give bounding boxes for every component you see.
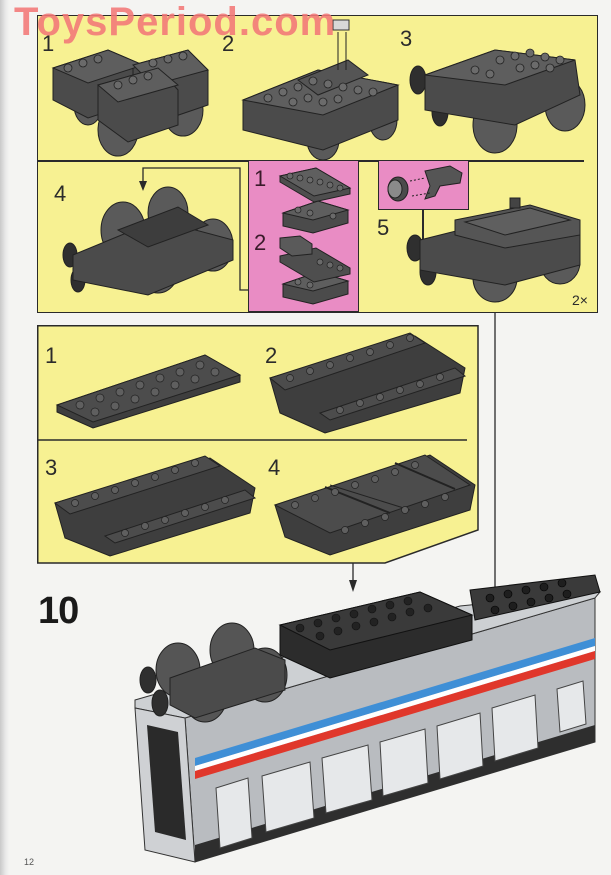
step-number: 2 bbox=[222, 31, 235, 56]
step-number: 1 bbox=[45, 343, 58, 368]
watermark-text: ToysPeriod.com bbox=[14, 0, 337, 44]
step-number: 4 bbox=[54, 181, 67, 206]
page-number: 12 bbox=[24, 857, 35, 867]
substep-1-illustration bbox=[278, 167, 352, 234]
bogie-step-1-illustration bbox=[51, 49, 209, 157]
substep-number: 2 bbox=[254, 230, 267, 255]
coupler-parts-illustration bbox=[387, 165, 463, 202]
base-step-3-illustration bbox=[53, 455, 257, 557]
main-step-number: 10 bbox=[38, 590, 79, 632]
substep-number: 1 bbox=[254, 166, 267, 191]
coupler-connector-line bbox=[422, 210, 424, 250]
step-number: 4 bbox=[268, 455, 281, 480]
step-number: 3 bbox=[45, 455, 58, 480]
base-step-4-illustration bbox=[273, 454, 476, 556]
bogie-step-4-illustration bbox=[62, 186, 234, 296]
step-number: 2 bbox=[265, 343, 278, 368]
step-4-arrow-path bbox=[139, 167, 248, 291]
bogie-step-5-illustration bbox=[406, 197, 581, 303]
base-step-1-illustration bbox=[55, 354, 242, 429]
step-number: 3 bbox=[400, 26, 413, 51]
bogie-step-2-illustration bbox=[241, 19, 400, 161]
step-number: 5 bbox=[377, 215, 390, 240]
base-step-2-illustration bbox=[268, 332, 467, 434]
page-spine-shadow bbox=[0, 0, 9, 875]
quantity-multiplier: 2× bbox=[572, 292, 588, 308]
step-number: 1 bbox=[42, 31, 55, 56]
substep-2-illustration bbox=[279, 235, 351, 305]
bogie-step-3-illustration bbox=[409, 48, 586, 154]
